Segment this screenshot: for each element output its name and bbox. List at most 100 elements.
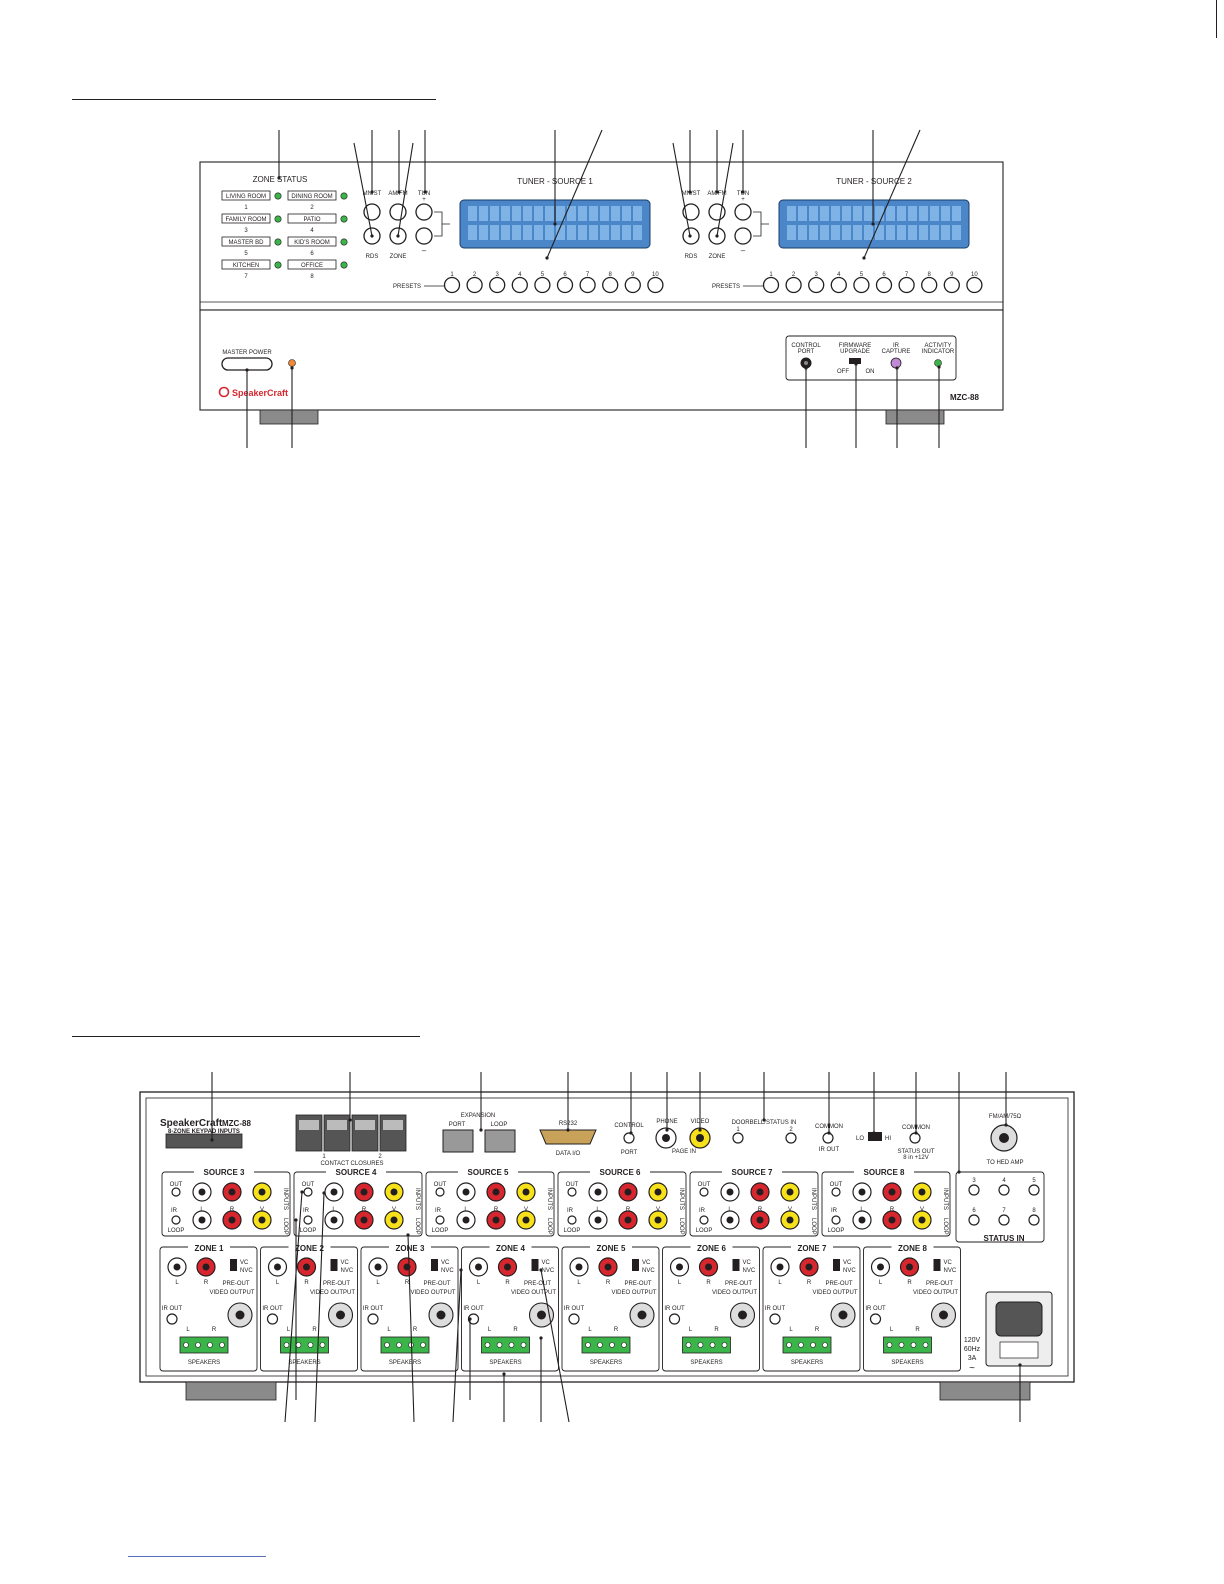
preset-button[interactable] — [489, 276, 506, 294]
on-label: ON — [866, 369, 875, 375]
firmware-switch[interactable] — [849, 358, 861, 364]
preset-button[interactable] — [624, 276, 641, 294]
speaker-terminal[interactable] — [682, 1336, 731, 1354]
zone-ir-out-jack[interactable] — [668, 1313, 681, 1325]
amfm-button[interactable] — [389, 203, 407, 221]
fuse-holder — [999, 1341, 1039, 1359]
speaker-terminal[interactable] — [883, 1336, 932, 1354]
vc-nvc-switch[interactable] — [330, 1259, 338, 1271]
common-ir-jack[interactable] — [822, 1132, 834, 1144]
speaker-terminal[interactable] — [380, 1336, 430, 1354]
ir-loop-jack[interactable] — [435, 1215, 445, 1225]
preset-button[interactable] — [762, 276, 780, 294]
zone-label-box — [221, 259, 271, 270]
preset-button[interactable] — [853, 276, 870, 294]
preset-button[interactable] — [602, 276, 619, 294]
video-output-center — [838, 1310, 848, 1320]
ir-out-jack[interactable] — [171, 1187, 181, 1197]
preset-button[interactable] — [875, 276, 893, 294]
vc-nvc-switch[interactable] — [933, 1259, 941, 1271]
status-in-jack[interactable] — [998, 1184, 1010, 1196]
speaker-terminal[interactable] — [179, 1336, 229, 1354]
keypad-connector[interactable] — [165, 1133, 243, 1149]
ir-loop-jack[interactable] — [831, 1215, 841, 1225]
control-port-jack[interactable] — [623, 1132, 635, 1144]
zone-ir-out-jack[interactable] — [869, 1313, 882, 1325]
channel-label: R — [606, 1280, 611, 1286]
preset-button[interactable] — [647, 276, 664, 294]
status-in-jack[interactable] — [968, 1214, 980, 1226]
lo-hi-switch[interactable] — [868, 1132, 882, 1141]
mnst-button[interactable] — [682, 203, 700, 221]
speaker-terminal[interactable] — [581, 1336, 631, 1354]
preset-button[interactable] — [943, 276, 960, 294]
preset-button[interactable] — [534, 276, 551, 294]
callout-line — [672, 142, 691, 237]
ir-out-label: IR OUT — [819, 1147, 840, 1153]
tune-down-button[interactable] — [734, 227, 752, 245]
vc-nvc-switch[interactable] — [431, 1259, 438, 1271]
vc-nvc-switch[interactable] — [531, 1259, 539, 1271]
master-power-button[interactable] — [221, 357, 273, 371]
expansion-port-jack[interactable] — [442, 1129, 474, 1153]
status-out-jack[interactable] — [909, 1132, 921, 1144]
loop-label: LOOP — [828, 1228, 845, 1234]
preset-button[interactable] — [898, 276, 915, 294]
tune-up-button[interactable] — [734, 203, 752, 221]
ir-loop-jack[interactable] — [699, 1215, 709, 1225]
lcd-char-cell — [820, 225, 829, 240]
vc-nvc-switch[interactable] — [833, 1259, 840, 1271]
zone-ir-out-jack[interactable] — [266, 1313, 279, 1325]
speakers-label: SPEAKERS — [489, 1360, 521, 1366]
preset-number: 2 — [473, 272, 477, 278]
preset-button[interactable] — [466, 276, 483, 294]
ir-out-jack[interactable] — [699, 1187, 709, 1197]
preset-number: 7 — [586, 272, 590, 278]
status-in-jack[interactable] — [1028, 1184, 1040, 1196]
video-output-label: VIDEO OUTPUT — [209, 1290, 254, 1296]
preset-button[interactable] — [921, 276, 938, 294]
power-inlet[interactable] — [995, 1301, 1043, 1337]
channel-label: L — [577, 1280, 581, 1286]
zone-ir-out-jack[interactable] — [367, 1313, 379, 1325]
ir-out-jack[interactable] — [303, 1187, 313, 1197]
ir-out-jack[interactable] — [831, 1187, 841, 1197]
rs232-connector[interactable] — [539, 1129, 597, 1145]
lcd-char-cell — [622, 206, 631, 221]
preset-button[interactable] — [443, 276, 461, 294]
ir-out-jack[interactable] — [435, 1187, 445, 1197]
preset-button[interactable] — [808, 276, 825, 294]
zone-ir-out-jack[interactable] — [166, 1313, 178, 1325]
speaker-terminal[interactable] — [481, 1336, 530, 1354]
status-in-jack[interactable] — [968, 1184, 980, 1196]
preset-button[interactable] — [785, 276, 802, 294]
speaker-terminal[interactable] — [280, 1336, 329, 1354]
preset-button[interactable] — [511, 276, 528, 294]
ir-loop-jack[interactable] — [171, 1215, 181, 1225]
zone-label-box — [287, 190, 337, 201]
status-in-jack[interactable] — [1028, 1214, 1040, 1226]
rca-pin — [888, 1216, 896, 1224]
tune-down-button[interactable] — [415, 227, 433, 245]
video-output-label: VIDEO OUTPUT — [611, 1290, 656, 1296]
ir-loop-jack[interactable] — [567, 1215, 577, 1225]
status-in-jack[interactable] — [998, 1214, 1010, 1226]
expansion-loop-jack[interactable] — [484, 1129, 516, 1153]
doorbell-jack-2[interactable] — [785, 1132, 797, 1144]
preset-button[interactable] — [966, 276, 983, 294]
preset-button[interactable] — [830, 276, 847, 294]
amfm-button[interactable] — [708, 203, 726, 221]
vc-nvc-switch[interactable] — [732, 1259, 740, 1271]
ir-loop-jack[interactable] — [303, 1215, 313, 1225]
zone-ir-out-jack[interactable] — [568, 1313, 580, 1325]
zone-ir-out-label: IR OUT — [865, 1306, 886, 1312]
preset-button[interactable] — [556, 276, 574, 294]
vc-nvc-switch[interactable] — [632, 1259, 639, 1271]
preset-button[interactable] — [579, 276, 596, 294]
ir-out-jack[interactable] — [567, 1187, 577, 1197]
speaker-terminal[interactable] — [782, 1336, 832, 1354]
doorbell-jack-1[interactable] — [732, 1132, 744, 1144]
zone-ir-out-jack[interactable] — [769, 1313, 781, 1325]
tune-up-button[interactable] — [415, 203, 433, 221]
vc-nvc-switch[interactable] — [230, 1259, 237, 1271]
